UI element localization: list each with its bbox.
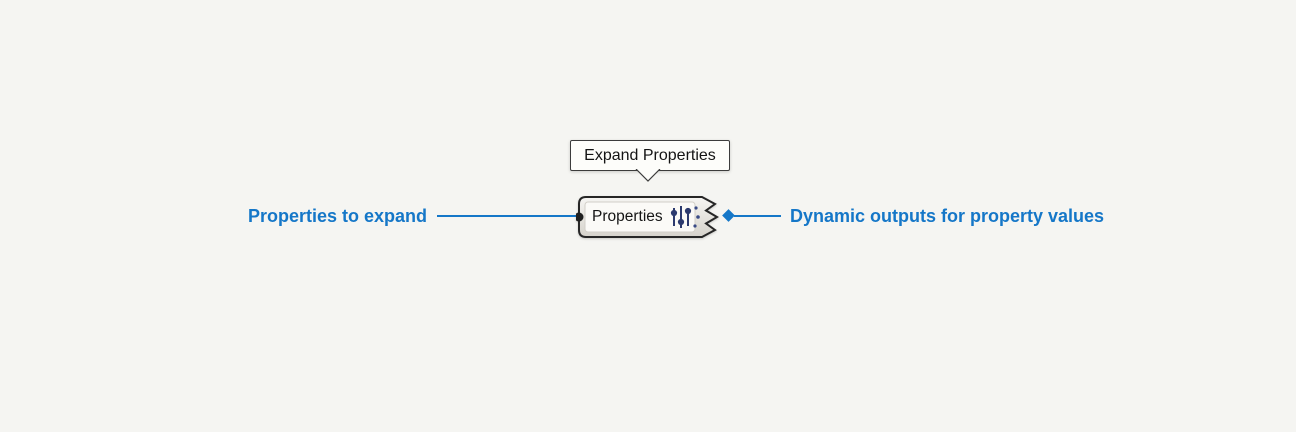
sliders-icon: [670, 206, 700, 228]
component-name-tooltip: Expand Properties: [570, 140, 730, 171]
input-port-icon[interactable]: [574, 212, 584, 222]
component-properties[interactable]: Properties: [574, 195, 728, 239]
annotation-properties-to-expand: Properties to expand: [247, 206, 427, 226]
annotation-dynamic-outputs: Dynamic outputs for property values: [790, 206, 1105, 226]
output-wire: [734, 215, 781, 217]
tooltip-arrow-icon: [635, 168, 661, 183]
tooltip-label: Expand Properties: [584, 146, 716, 164]
component-body: [574, 196, 719, 238]
input-wire: [437, 215, 576, 217]
